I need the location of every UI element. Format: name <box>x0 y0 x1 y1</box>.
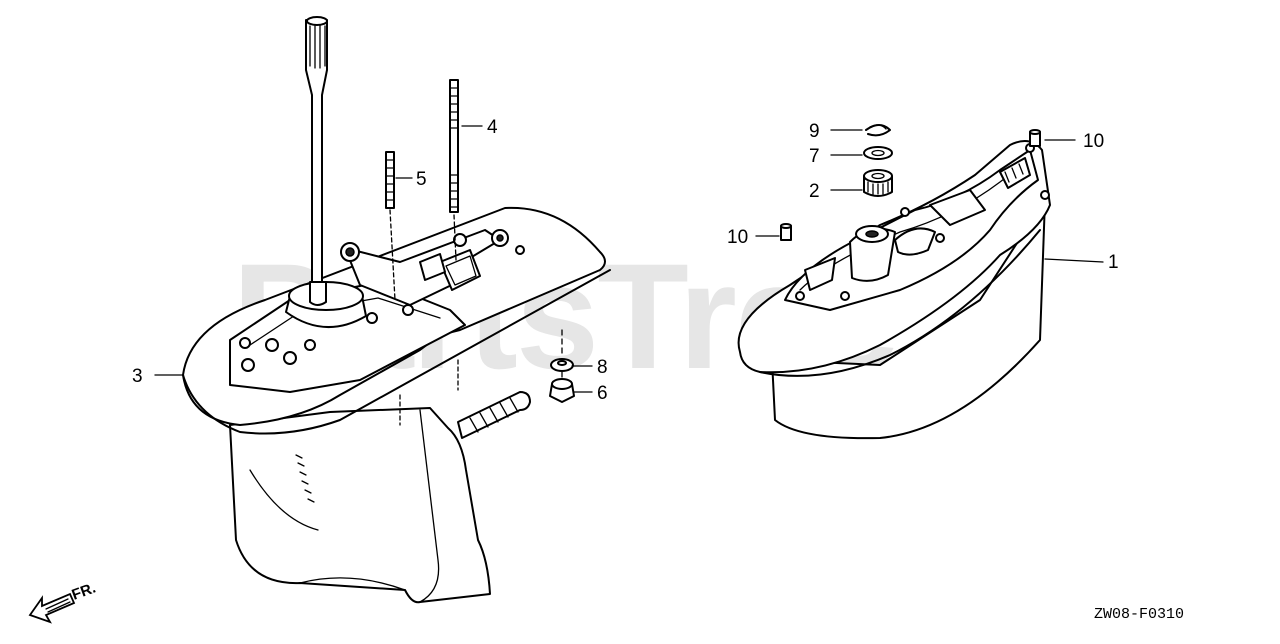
dowel-pin-part-10-upper[interactable] <box>1029 129 1041 147</box>
nut-part-6[interactable] <box>549 378 575 403</box>
front-direction-arrow-icon <box>28 592 76 624</box>
oil-seal-part-7[interactable] <box>863 146 893 160</box>
extension-case[interactable] <box>737 140 1051 440</box>
needle-bearing-part-2[interactable] <box>863 169 893 197</box>
diagram-code: ZW08-F0310 <box>1094 606 1184 623</box>
callout-10-upper: 10 <box>1083 131 1104 152</box>
dowel-pin-part-10-lower[interactable] <box>780 223 792 241</box>
callout-10-lower: 10 <box>727 227 748 248</box>
callout-6: 6 <box>597 383 608 404</box>
circlip-part-9[interactable] <box>865 124 891 137</box>
callout-7: 7 <box>809 146 820 167</box>
leader-lines <box>154 125 1104 393</box>
callout-3: 3 <box>132 366 143 387</box>
callout-8: 8 <box>597 357 608 378</box>
stud-bolt-long <box>449 79 459 213</box>
extension-case-lower <box>771 199 1046 440</box>
callout-4: 4 <box>487 117 498 138</box>
stud-bolt-short <box>385 151 395 209</box>
callout-2: 2 <box>809 181 820 202</box>
front-direction-label: FR. <box>70 580 99 604</box>
callout-1: 1 <box>1108 252 1119 273</box>
callout-9: 9 <box>809 121 820 142</box>
water-intake-slots <box>295 454 315 503</box>
washer-part-8[interactable] <box>550 358 574 372</box>
flange-bolts <box>239 229 525 372</box>
gear-case-assembly[interactable] <box>182 16 611 604</box>
callout-5: 5 <box>416 169 427 190</box>
gear-case-lower-body <box>229 407 491 604</box>
